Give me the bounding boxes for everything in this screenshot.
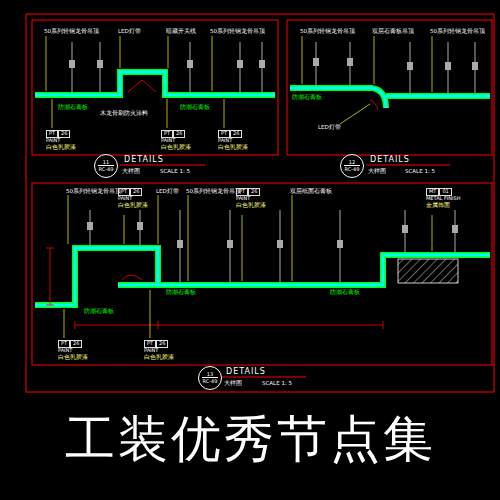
tag-text: 金属饰面	[426, 202, 460, 208]
material-tag: PT26PAINT白色乳胶漆	[144, 340, 174, 360]
material-note: 防潮石膏板	[330, 289, 360, 295]
tag-box: PT	[161, 130, 173, 138]
callout-text: LED灯带	[318, 124, 341, 130]
tag-code: PT26	[118, 188, 148, 196]
material-note: 防潮石膏板	[166, 289, 196, 295]
bubble-text: RC-49	[202, 377, 219, 384]
material-tag: PT26PAINT白色乳胶漆	[161, 130, 191, 150]
tag-box: 01	[439, 188, 451, 196]
detail-heading: DETAILS	[124, 156, 164, 165]
tag-text: PAINT	[144, 348, 174, 354]
tag-box: 26	[130, 188, 142, 196]
hanger-clips	[69, 58, 478, 248]
tag-code: PT26	[58, 340, 88, 348]
callout-text: 大样图	[224, 380, 242, 386]
tag-code: PT26	[161, 130, 191, 138]
callout-text: 50系列轻钢龙骨吊顶	[186, 188, 241, 194]
tag-box: 26	[58, 130, 70, 138]
tag-box: MT	[426, 188, 439, 196]
sheet-title: 工装优秀节点集	[0, 412, 500, 467]
material-note: 防潮石膏板	[58, 104, 88, 110]
tag-box: 26	[70, 340, 82, 348]
tag-text: 白色乳胶漆	[218, 144, 248, 150]
callout-text: 50系列轻钢龙骨吊顶	[210, 28, 265, 34]
tag-code: MT01	[426, 188, 460, 196]
tag-text: PAINT	[218, 138, 248, 144]
tag-text: PAINT	[46, 138, 76, 144]
material-note: 防潮石膏板	[292, 94, 322, 100]
callout-text: 暗藏开关线	[166, 28, 196, 34]
callout-text: 双层纸面石膏板	[290, 188, 332, 194]
tag-text: METAL FINISH	[426, 196, 460, 202]
tag-text: 白色乳胶漆	[46, 144, 76, 150]
callout-text: SCALE 1: 5	[262, 380, 292, 386]
callout-text: 大样图	[368, 168, 386, 174]
callout-text: 大样图	[122, 168, 140, 174]
detail-heading: DETAILS	[226, 368, 266, 377]
detail-bubble: 12RC-49	[340, 154, 365, 179]
material-tag: PT26PAINT白色乳胶漆	[218, 130, 248, 150]
tag-box: 26	[248, 188, 260, 196]
tag-box: PT	[118, 188, 130, 196]
tag-box: PT	[236, 188, 248, 196]
bubble-text: RC-49	[344, 165, 361, 172]
tag-code: PT26	[144, 340, 174, 348]
tag-box: 26	[156, 340, 168, 348]
led-and-dims	[46, 80, 383, 329]
callout-text: 50系列轻钢龙骨吊顶	[66, 188, 121, 194]
detail-bubble: 11RC-49	[94, 154, 119, 179]
leader-lines	[46, 36, 432, 338]
callout-text: LED灯带	[156, 188, 179, 194]
detail-bubble: 13RC-49	[198, 366, 223, 391]
detail-heading: DETAILS	[370, 156, 410, 165]
tag-box: PT	[46, 130, 58, 138]
sheet-frames	[26, 14, 494, 392]
metal-block	[398, 259, 458, 283]
tag-code: PT26	[218, 130, 248, 138]
material-tag: PT26PAINT白色乳胶漆	[118, 188, 148, 208]
material-tag: PT26PAINT白色乳胶漆	[46, 130, 76, 150]
tag-box: 26	[173, 130, 185, 138]
tag-text: PAINT	[118, 196, 148, 202]
tag-text: PAINT	[58, 348, 88, 354]
tag-box: 26	[230, 130, 242, 138]
callout-text: SCALE 1: 5	[405, 168, 435, 174]
material-note: 防潮石膏板	[180, 104, 210, 110]
tag-text: 白色乳胶漆	[161, 144, 191, 150]
callout-text: 50系列轻钢龙骨吊顶	[44, 28, 99, 34]
tag-box: PT	[144, 340, 156, 348]
callout-text: 50系列轻钢龙骨吊顶	[430, 28, 485, 34]
callout-text: 50系列轻钢龙骨吊顶	[300, 28, 355, 34]
tag-text: PAINT	[236, 196, 266, 202]
material-tag: PT26PAINT白色乳胶漆	[58, 340, 88, 360]
tag-text: 白色乳胶漆	[236, 202, 266, 208]
callout-text: SCALE 1: 5	[160, 168, 190, 174]
tag-box: PT	[58, 340, 70, 348]
material-note: 防潮石膏板	[84, 308, 114, 314]
tag-code: PT26	[236, 188, 266, 196]
material-tag: PT26PAINT白色乳胶漆	[236, 188, 266, 208]
callout-text: 双层石膏板吊顶	[372, 28, 414, 34]
tag-text: PAINT	[161, 138, 191, 144]
material-tag: MT01METAL FINISH金属饰面	[426, 188, 460, 208]
callout-text: LED灯带	[118, 28, 141, 34]
tag-text: 白色乳胶漆	[58, 354, 88, 360]
gypsum-boards	[35, 72, 490, 305]
tag-box: PT	[218, 130, 230, 138]
tag-code: PT26	[46, 130, 76, 138]
callout-text: 木龙骨刷防火涂料	[100, 110, 148, 116]
bubble-text: RC-49	[98, 165, 115, 172]
tag-text: 白色乳胶漆	[118, 202, 148, 208]
tag-text: 白色乳胶漆	[144, 354, 174, 360]
